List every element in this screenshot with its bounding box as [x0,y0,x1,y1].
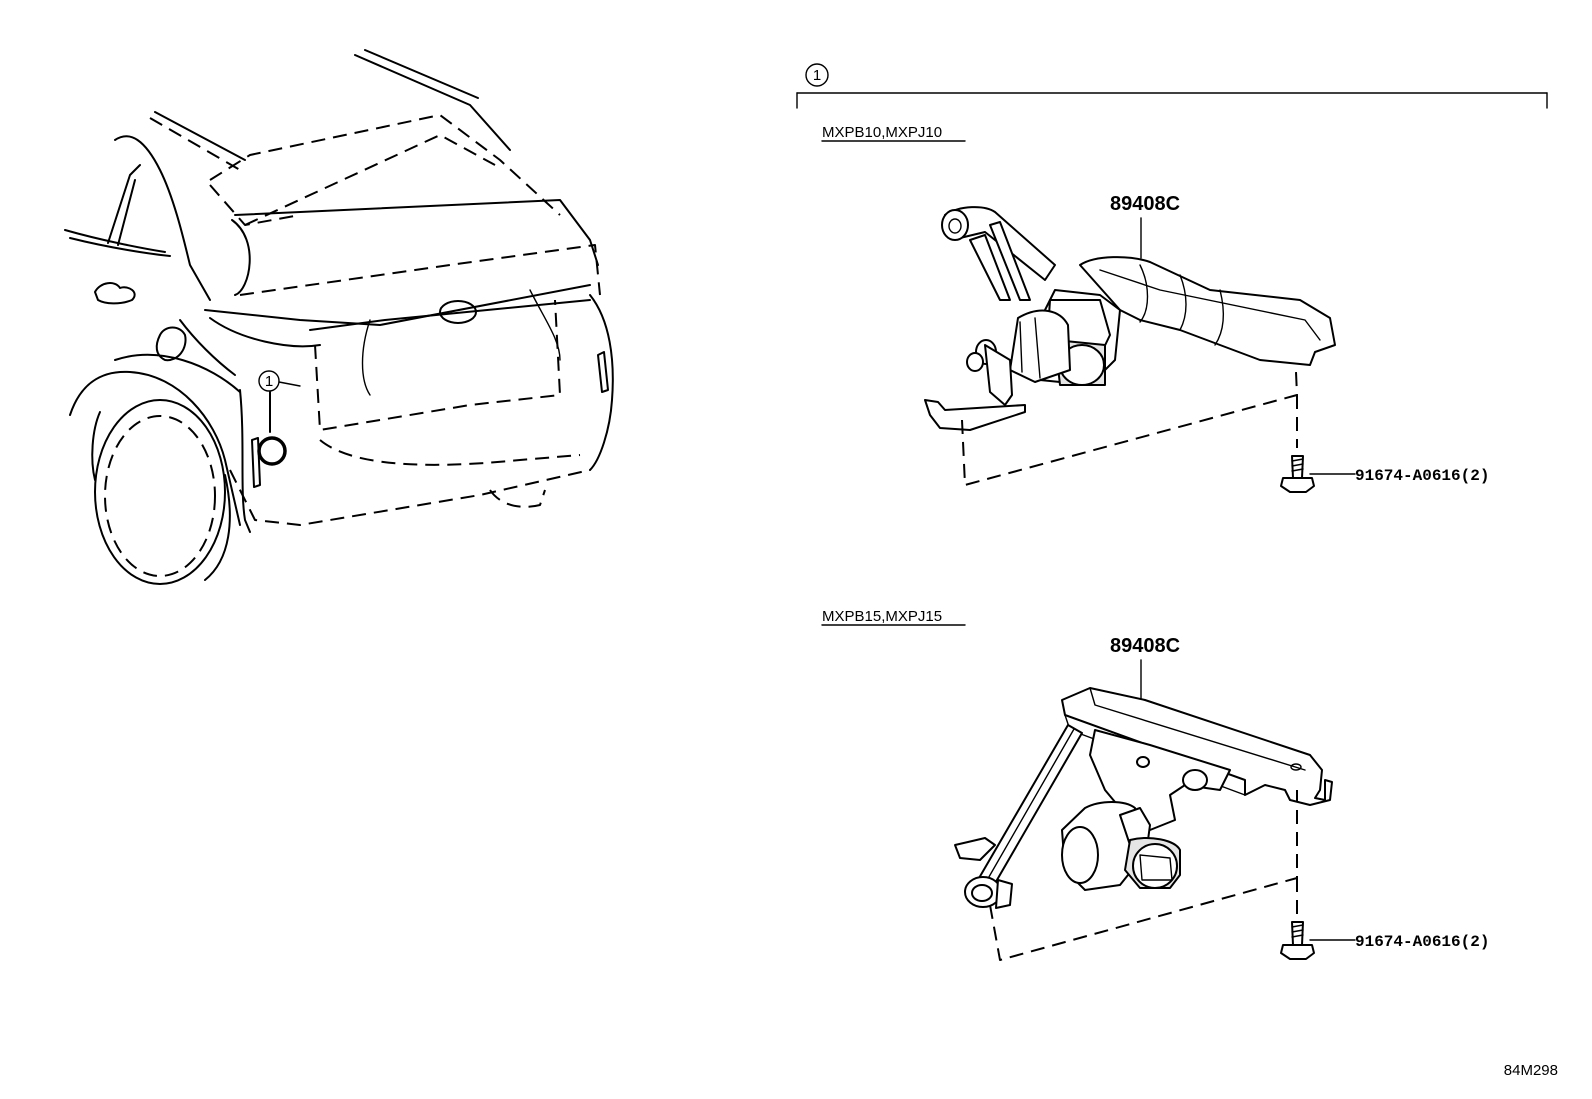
sensor-location-circle [257,436,287,466]
vehicle-rear-illustration: 1 [64,49,614,585]
upper-bolt-icon [1280,455,1315,493]
group-bracket: 1 [796,63,1548,109]
upper-condition-label: MXPB10,MXPJ10 [822,124,942,141]
bracket-callout-number: 1 [813,67,821,84]
vehicle-callout-number: 1 [265,373,273,390]
lower-bolt-icon [1280,921,1315,960]
lower-sensor-group: MXPB15,MXPJ15 89408C [821,608,1489,961]
upper-bolt-label: 91674-A0616(2) [1355,467,1489,485]
lower-height-sensor [954,687,1333,909]
lower-condition-label: MXPB15,MXPJ15 [822,608,942,625]
illustration-code: 84M298 [1504,1062,1558,1079]
upper-height-sensor [924,206,1336,431]
upper-sensor-group: MXPB10,MXPJ10 89408C [821,124,1489,493]
upper-part-label: 89408C [1110,193,1180,215]
lower-bolt-label: 91674-A0616(2) [1355,933,1489,951]
lower-part-label: 89408C [1110,635,1180,657]
